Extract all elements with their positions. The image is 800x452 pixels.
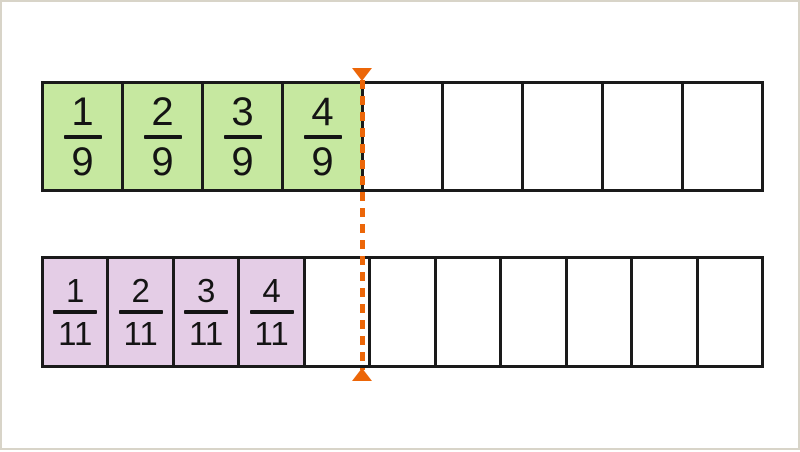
fraction-numerator: 3 <box>196 272 216 309</box>
fraction-cell[interactable]: 2 9 <box>124 84 204 189</box>
fraction-divider <box>184 310 229 314</box>
fraction-cell-empty[interactable] <box>437 259 503 365</box>
fraction-numerator: 4 <box>262 272 281 309</box>
fraction-numerator: 4 <box>311 89 334 134</box>
fraction-divider <box>143 134 182 139</box>
fraction-divider <box>223 134 262 139</box>
fraction-cell[interactable]: 4 9 <box>284 84 364 189</box>
fraction-cell[interactable]: 4 11 <box>240 259 306 365</box>
fraction-numerator: 2 <box>151 89 174 134</box>
fraction-cell-empty[interactable] <box>604 84 684 189</box>
fraction-denominator: 9 <box>231 139 254 184</box>
fraction-divider <box>118 310 163 314</box>
fraction-cell-empty[interactable] <box>684 84 761 189</box>
fraction-divider <box>303 134 342 139</box>
fraction-divider <box>53 310 98 314</box>
fraction-cell-empty[interactable] <box>306 259 372 365</box>
fraction-numerator: 1 <box>66 272 85 309</box>
fraction-glyph: 3 9 <box>223 89 262 184</box>
fraction-cell-empty[interactable] <box>633 259 699 365</box>
fraction-cell-empty[interactable] <box>371 259 437 365</box>
fraction-denominator: 9 <box>151 139 174 184</box>
fraction-denominator: 11 <box>123 315 158 352</box>
fraction-denominator: 9 <box>71 139 94 184</box>
fraction-cell-empty[interactable] <box>364 84 444 189</box>
fraction-glyph: 2 9 <box>143 89 182 184</box>
fraction-divider <box>63 134 102 139</box>
fraction-denominator: 11 <box>58 315 93 352</box>
fraction-cell[interactable]: 2 11 <box>109 259 175 365</box>
fraction-divider <box>249 310 294 314</box>
fraction-glyph: 3 11 <box>184 272 229 352</box>
fraction-bar-ninths: 1 9 2 9 3 9 4 9 <box>41 81 764 192</box>
fraction-cell-empty[interactable] <box>699 259 761 365</box>
fraction-glyph: 1 11 <box>53 272 98 352</box>
fraction-cell[interactable]: 3 11 <box>174 259 241 365</box>
fraction-numerator: 1 <box>71 89 94 134</box>
fraction-denominator: 11 <box>254 315 289 352</box>
fraction-cell-empty[interactable] <box>444 84 524 189</box>
fraction-cell[interactable]: 1 11 <box>44 259 110 365</box>
fraction-cell-empty[interactable] <box>568 259 634 365</box>
fraction-cell-empty[interactable] <box>502 259 568 365</box>
fraction-glyph: 2 11 <box>118 272 163 352</box>
fraction-glyph: 4 9 <box>303 89 342 184</box>
fraction-numerator: 3 <box>231 89 254 134</box>
up-triangle-icon <box>352 368 372 381</box>
down-triangle-icon <box>352 68 372 81</box>
fraction-cell-empty[interactable] <box>524 84 604 189</box>
fraction-denominator: 9 <box>311 139 334 184</box>
fraction-numerator: 2 <box>131 272 150 309</box>
fraction-glyph: 1 9 <box>63 89 102 184</box>
fraction-glyph: 4 11 <box>249 272 294 352</box>
fraction-denominator: 11 <box>188 315 224 352</box>
fraction-cell[interactable]: 3 9 <box>204 84 284 189</box>
fraction-bar-elevenths: 1 11 2 11 3 11 4 11 <box>41 256 764 368</box>
fraction-cell[interactable]: 1 9 <box>44 84 124 189</box>
